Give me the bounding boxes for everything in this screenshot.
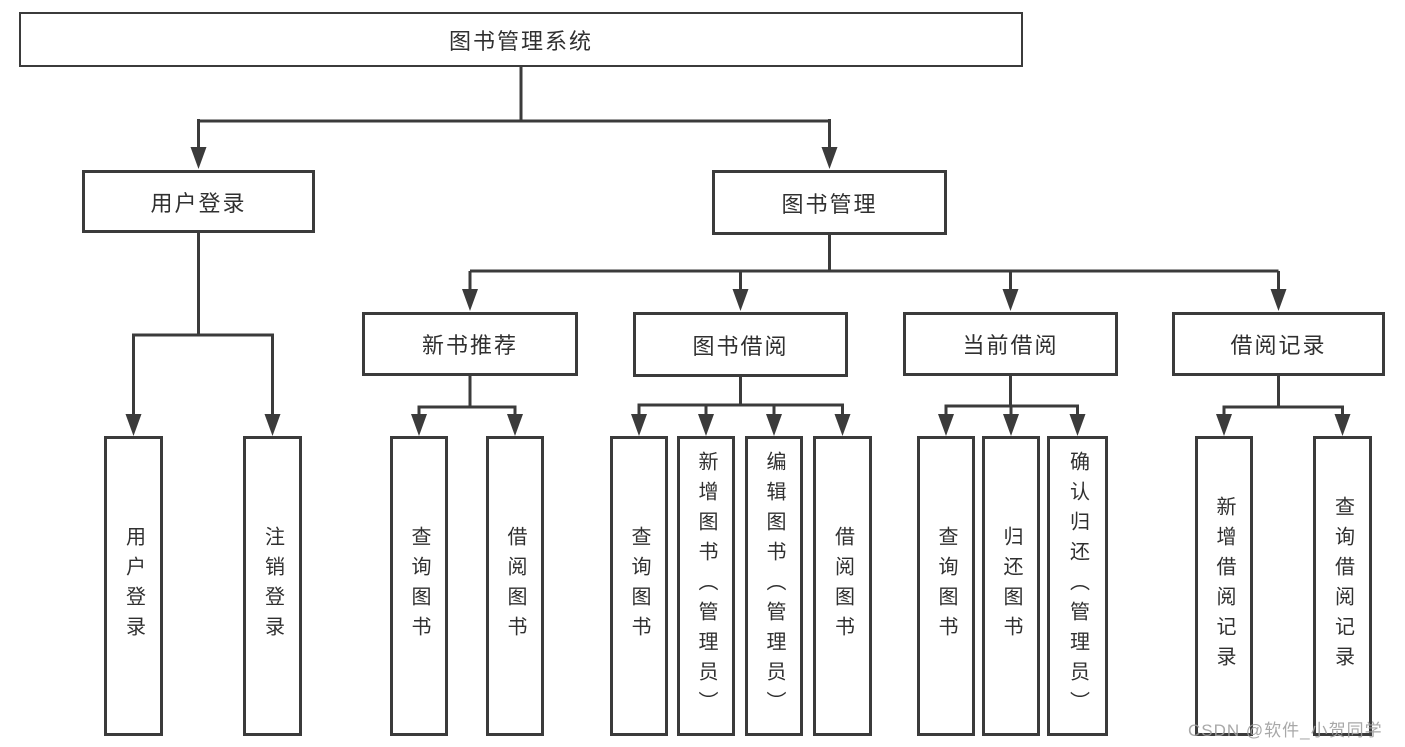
- node-root-label: 图书管理系统: [448, 28, 593, 54]
- leaf-add-books-admin: 新增图书（管理员）: [677, 436, 735, 736]
- leaf-return-books: 归还图书: [982, 436, 1040, 736]
- leaf-edit-books-admin: 编辑图书（管理员）: [745, 436, 803, 736]
- leaf-borrow-books-2-label: 借阅图书: [831, 526, 854, 646]
- leaf-add-borrow-record: 新增借阅记录: [1195, 436, 1253, 736]
- leaf-query-borrow-record-label: 查询借阅记录: [1331, 496, 1354, 676]
- leaf-query-books-2-label: 查询图书: [628, 526, 650, 646]
- node-new-book-recommend: 新书推荐: [362, 312, 578, 376]
- leaf-query-books-2: 查询图书: [610, 436, 668, 736]
- leaf-add-books-admin-label: 新增图书（管理员）: [695, 451, 717, 721]
- leaf-borrow-books-1-label: 借阅图书: [504, 526, 526, 646]
- leaf-logout: 注销登录: [243, 436, 302, 736]
- leaf-logout-label: 注销登录: [261, 526, 284, 646]
- node-borrow-record: 借阅记录: [1172, 312, 1385, 376]
- leaf-user-login: 用户登录: [104, 436, 163, 736]
- leaf-return-books-label: 归还图书: [1000, 526, 1022, 646]
- node-borrow-record-label: 借阅记录: [1230, 333, 1327, 358]
- node-user-login-label: 用户登录: [150, 190, 247, 216]
- leaf-query-books-1: 查询图书: [390, 436, 448, 736]
- node-root: 图书管理系统: [19, 12, 1023, 67]
- csdn-watermark: CSDN @软件_小贺同学: [1188, 721, 1383, 740]
- node-book-borrow: 图书借阅: [633, 312, 848, 377]
- leaf-query-borrow-record: 查询借阅记录: [1313, 436, 1372, 736]
- leaf-add-borrow-record-label: 新增借阅记录: [1213, 496, 1235, 676]
- leaf-confirm-return-admin: 确认归还（管理员）: [1047, 436, 1108, 736]
- node-new-book-recommend-label: 新书推荐: [421, 333, 518, 358]
- node-book-management-label: 图书管理: [781, 191, 878, 217]
- node-current-borrow: 当前借阅: [903, 312, 1118, 376]
- node-user-login: 用户登录: [82, 170, 315, 233]
- node-current-borrow-label: 当前借阅: [962, 333, 1059, 358]
- leaf-user-login-label: 用户登录: [122, 526, 145, 646]
- leaf-borrow-books-2: 借阅图书: [813, 436, 872, 736]
- leaf-borrow-books-1: 借阅图书: [486, 436, 544, 736]
- leaf-query-books-1-label: 查询图书: [408, 526, 430, 646]
- node-book-borrow-label: 图书借阅: [692, 333, 789, 359]
- leaf-edit-books-admin-label: 编辑图书（管理员）: [763, 451, 785, 721]
- leaf-confirm-return-admin-label: 确认归还（管理员）: [1066, 451, 1089, 721]
- leaf-query-books-3-label: 查询图书: [935, 526, 957, 646]
- node-book-management: 图书管理: [712, 170, 947, 235]
- leaf-query-books-3: 查询图书: [917, 436, 975, 736]
